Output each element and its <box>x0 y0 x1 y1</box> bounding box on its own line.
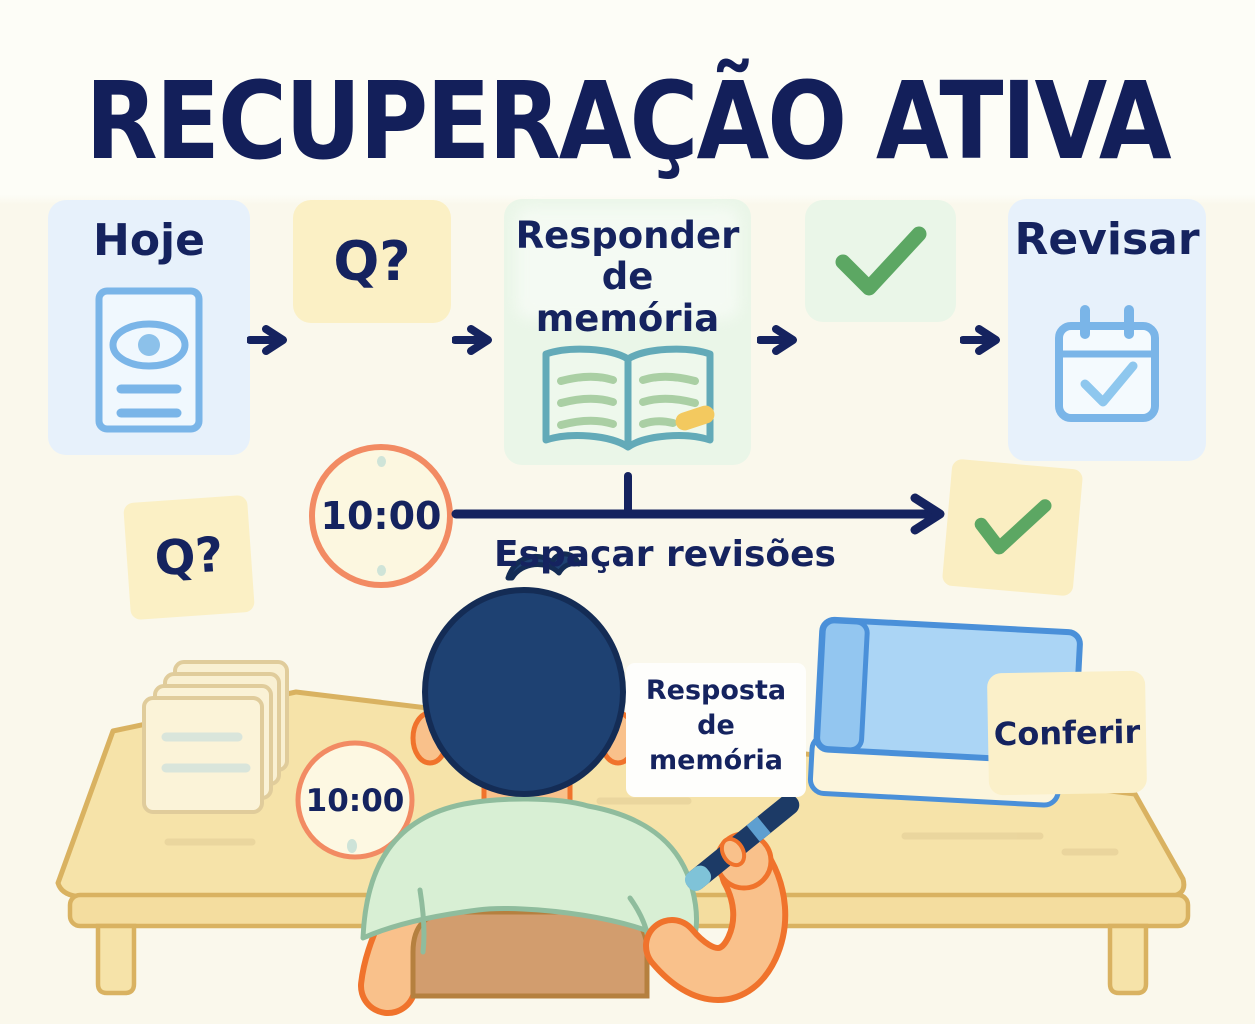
person-thumb <box>719 836 747 868</box>
arrow-right-icon <box>757 325 797 355</box>
marker-icon <box>675 405 714 431</box>
checkmark-icon <box>835 226 926 296</box>
arrow-right-icon <box>452 325 492 355</box>
desk-timer-value: 10:00 <box>305 783 405 819</box>
desk-timer-circle <box>295 740 415 860</box>
timer-value: 10:00 <box>320 494 442 538</box>
check-sticky-note <box>941 458 1084 597</box>
pen <box>684 794 800 891</box>
desk-leg-right <box>1107 923 1149 996</box>
flow-step-question-label: Q? <box>333 230 411 293</box>
flow-step-responder-label: Responder de memória <box>515 214 740 340</box>
flow-step-check <box>805 200 956 322</box>
flow-step-revisar: Revisar <box>1008 199 1206 461</box>
clock-tick-mark <box>377 456 386 467</box>
desk-leg-left <box>95 923 137 996</box>
flow-step-responder: Responder de memória <box>504 199 751 465</box>
flow-step-hoje: Hoje <box>48 200 250 455</box>
person-left-arm <box>364 900 432 1010</box>
calendar-check-icon <box>1055 304 1159 422</box>
desk-grain-lines <box>164 797 1119 856</box>
chair <box>410 909 650 999</box>
clock-tick-mark <box>377 565 386 576</box>
person-head <box>422 551 626 797</box>
spacing-timeline-arrow <box>451 472 945 535</box>
label-halo <box>516 207 739 319</box>
flow-step-question: Q? <box>293 200 451 323</box>
question-sticky-label: Q? <box>152 526 226 587</box>
open-book-icon <box>542 345 714 451</box>
timer-drop-mark <box>347 839 357 853</box>
check-answer-card: Conferir <box>986 670 1148 796</box>
person-right-arm <box>649 849 783 997</box>
flow-step-hoje-label: Hoje <box>93 215 205 266</box>
flashcards-stack <box>142 660 289 814</box>
spacing-label: Espaçar revisões <box>494 534 836 575</box>
arrow-right-icon <box>960 325 1000 355</box>
question-sticky-note: Q? <box>123 494 255 621</box>
arrow-right-icon <box>247 325 287 355</box>
page-title: RECUPERAÇÃO ATIVA <box>85 60 1171 185</box>
shirt-fold-left <box>417 887 427 955</box>
timer-circle: 10:00 <box>309 444 453 588</box>
answer-note: Resposta de memória <box>626 663 806 797</box>
document-eye-icon <box>95 287 203 433</box>
checkmark-icon <box>974 498 1052 554</box>
flow-step-revisar-label: Revisar <box>1014 214 1200 265</box>
